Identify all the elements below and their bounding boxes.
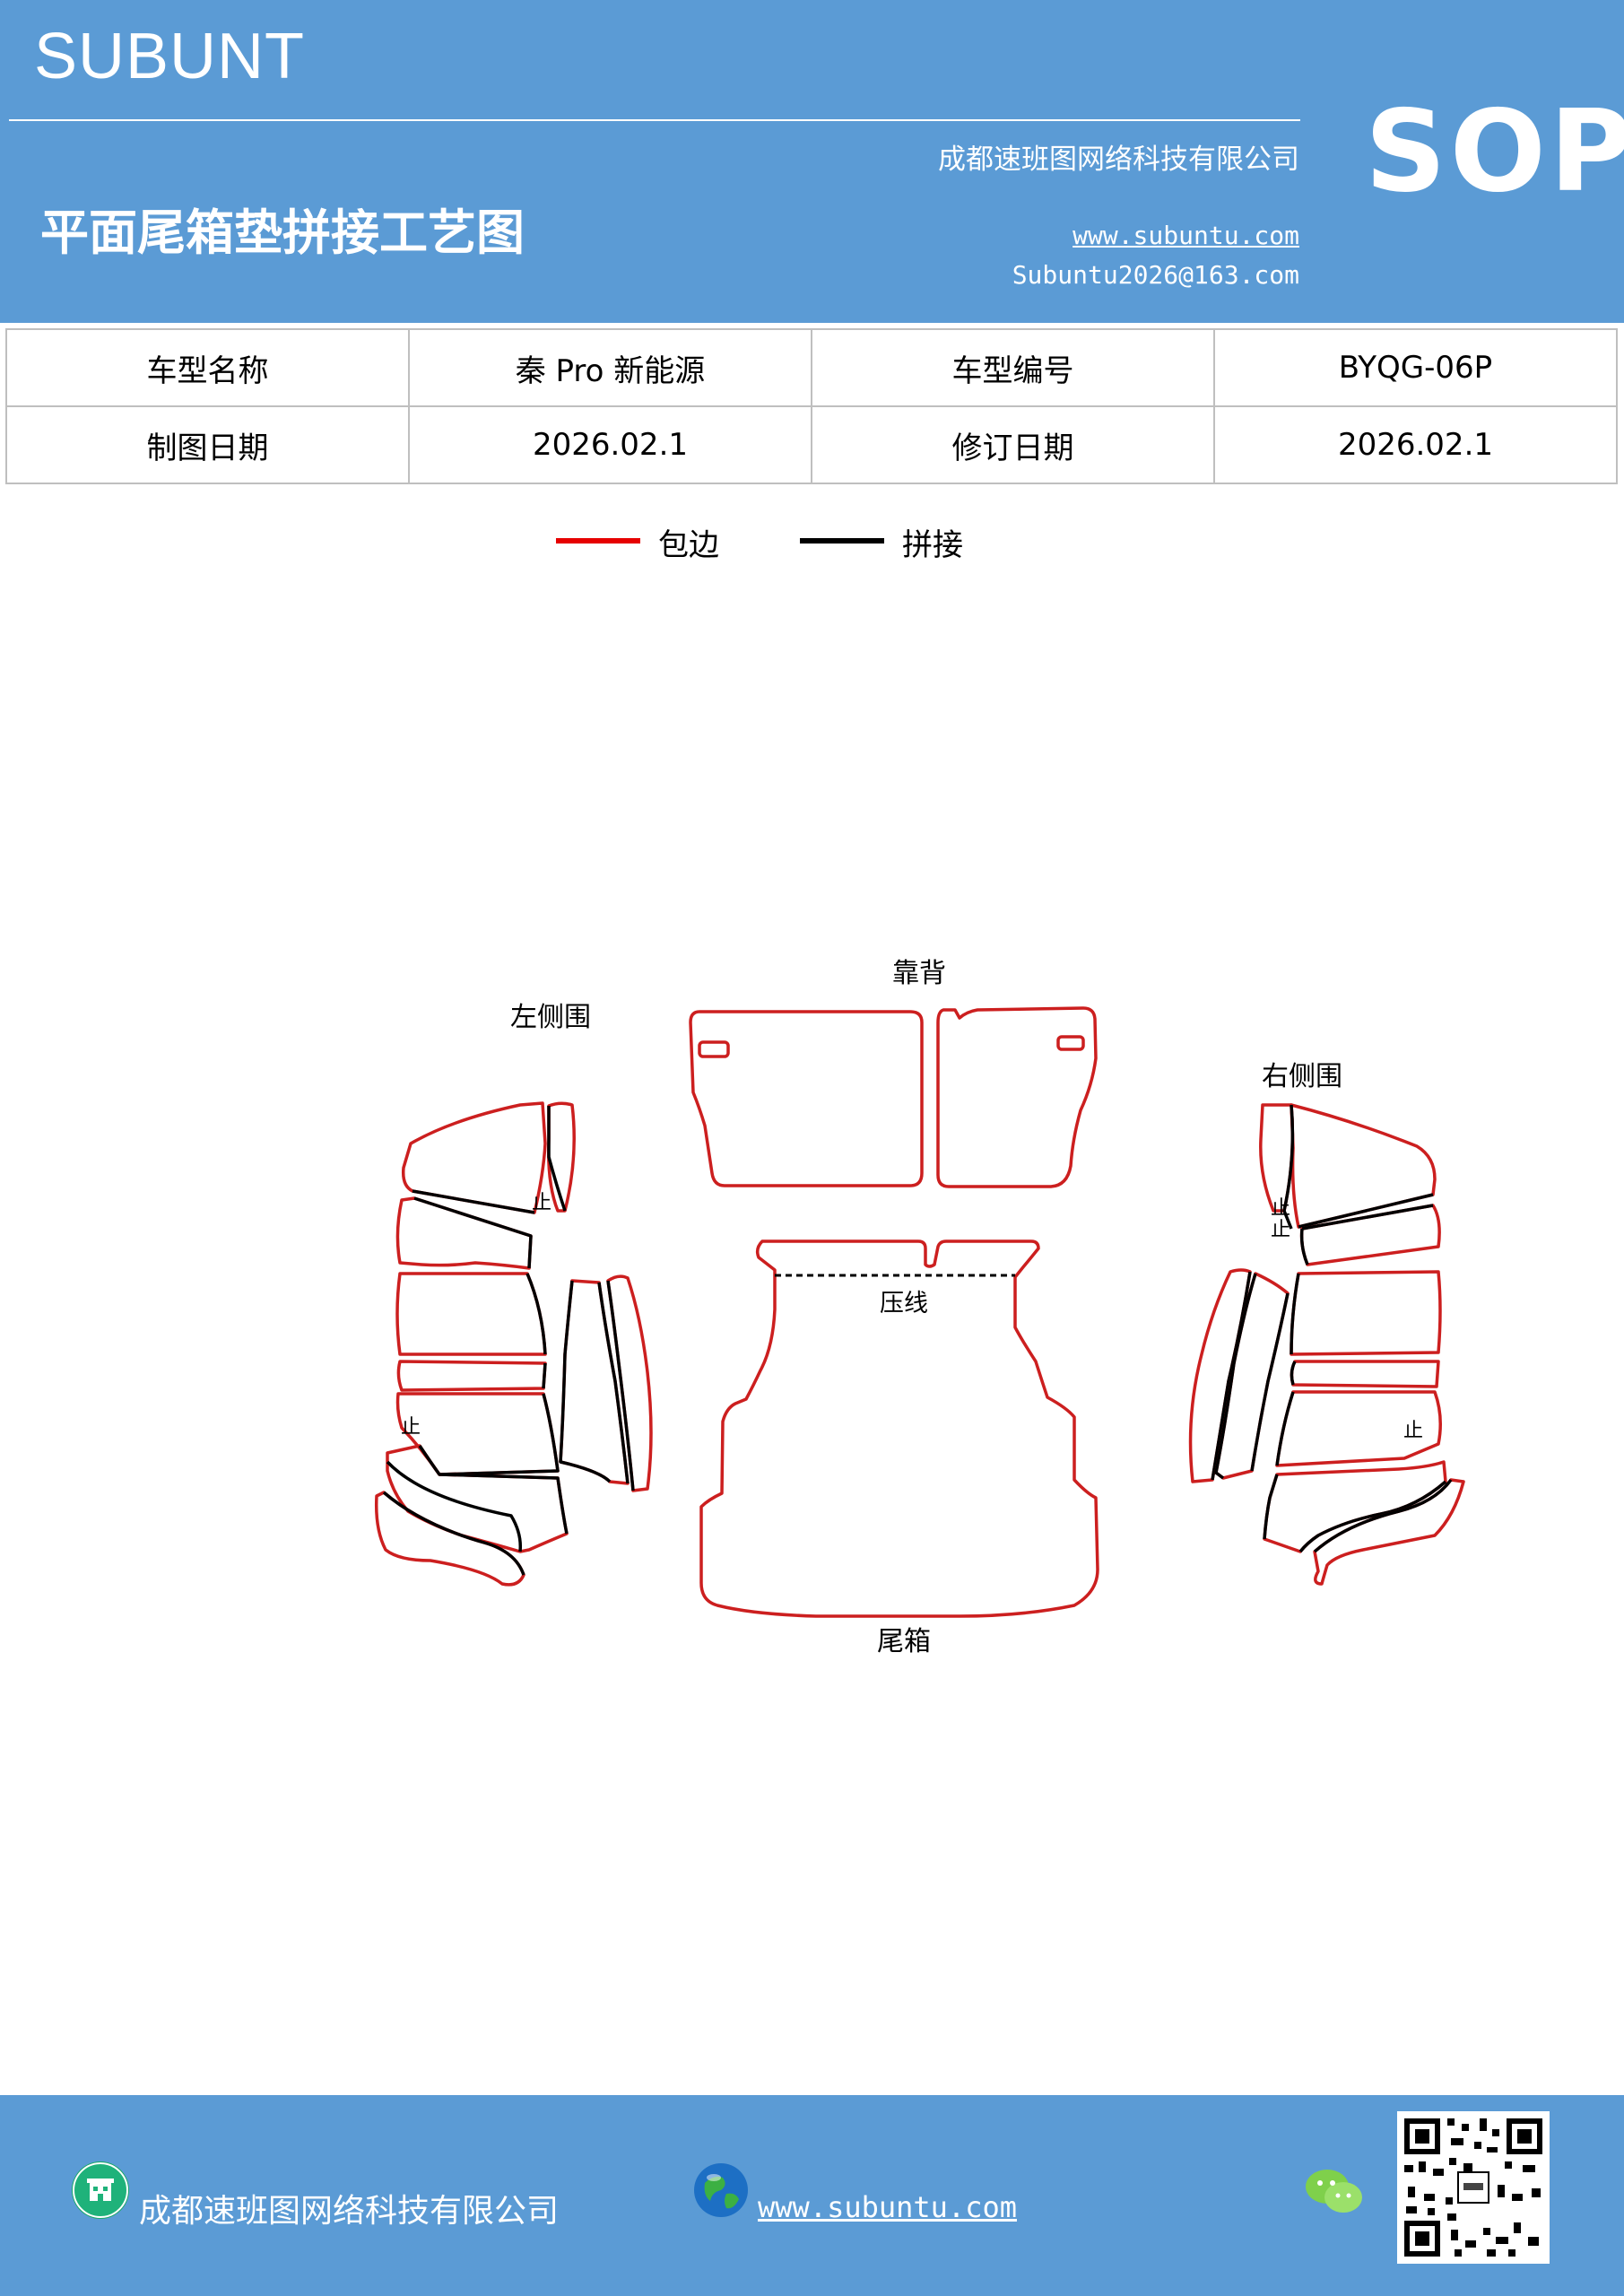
backrest-left-panel <box>689 1010 924 1187</box>
building-icon <box>72 2161 129 2219</box>
brand-name: SUBUNT <box>34 21 306 92</box>
vehicle-info-table: 车型名称 秦 Pro 新能源 车型编号 BYQG-06P 制图日期 2026.0… <box>5 328 1618 484</box>
footer-band: 成都速班图网络科技有限公司 www.subuntu.com <box>0 2095 1624 2296</box>
header-email: Subuntu2026@163.com <box>1012 260 1299 290</box>
label-right-side: 右侧围 <box>1262 1061 1342 1092</box>
stop-mark: 止 <box>401 1416 421 1439</box>
stop-mark: 止 <box>532 1192 551 1214</box>
table-cell: 车型名称 <box>5 328 410 407</box>
stop-mark: 止 <box>1403 1420 1423 1442</box>
table-cell: 2026.02.1 <box>1213 405 1618 484</box>
footer-company: 成都速班图网络科技有限公司 <box>139 2193 560 2230</box>
header-band: SUBUNT 平面尾箱垫拼接工艺图 成都速班图网络科技有限公司 www.subu… <box>0 0 1624 323</box>
header-company: 成都速班图网络科技有限公司 <box>938 144 1299 176</box>
trunk-floor-panel <box>699 1239 1099 1618</box>
sop-badge: SOP <box>1365 85 1624 217</box>
table-cell: 秦 Pro 新能源 <box>408 328 812 407</box>
table-row: 车型名称 秦 Pro 新能源 车型编号 BYQG-06P <box>5 328 1618 407</box>
wechat-icon[interactable] <box>1302 2165 1367 2219</box>
label-trunk: 尾箱 <box>877 1626 931 1657</box>
legend-label-edge: 包边 <box>658 527 719 563</box>
right-side-pieces <box>1188 1103 1465 1586</box>
backrest-left-slot <box>698 1040 730 1058</box>
legend-swatch-seam <box>800 538 884 544</box>
legend: 包边 拼接 <box>0 522 1624 576</box>
table-cell: BYQG-06P <box>1213 328 1618 407</box>
left-side-pieces <box>374 1101 653 1587</box>
table-cell: 修订日期 <box>811 405 1215 484</box>
footer-website-link[interactable]: www.subuntu.com <box>758 2190 1017 2224</box>
qr-code-image <box>1397 2111 1550 2264</box>
header-divider <box>9 119 1300 121</box>
document-title: 平面尾箱垫拼接工艺图 <box>40 204 525 261</box>
table-cell: 车型编号 <box>811 328 1215 407</box>
table-row: 制图日期 2026.02.1 修订日期 2026.02.1 <box>5 405 1618 484</box>
globe-icon <box>692 2161 750 2219</box>
table-cell: 制图日期 <box>5 405 410 484</box>
splice-diagram: 靠背 左侧围 右侧围 压线 尾箱 止 止 止 止 止 <box>0 933 1624 1686</box>
label-press-line: 压线 <box>880 1290 928 1318</box>
backrest-right-panel <box>936 1006 1098 1188</box>
label-backrest: 靠背 <box>892 958 946 989</box>
legend-label-seam: 拼接 <box>902 527 963 563</box>
header-website-link[interactable]: www.subuntu.com <box>1073 221 1299 250</box>
backrest-right-slot <box>1056 1035 1085 1051</box>
table-cell: 2026.02.1 <box>408 405 812 484</box>
legend-swatch-edge <box>556 538 640 544</box>
label-left-side: 左侧围 <box>510 1002 591 1033</box>
stop-mark: 止 <box>1271 1219 1290 1241</box>
stop-mark: 止 <box>1271 1197 1290 1220</box>
